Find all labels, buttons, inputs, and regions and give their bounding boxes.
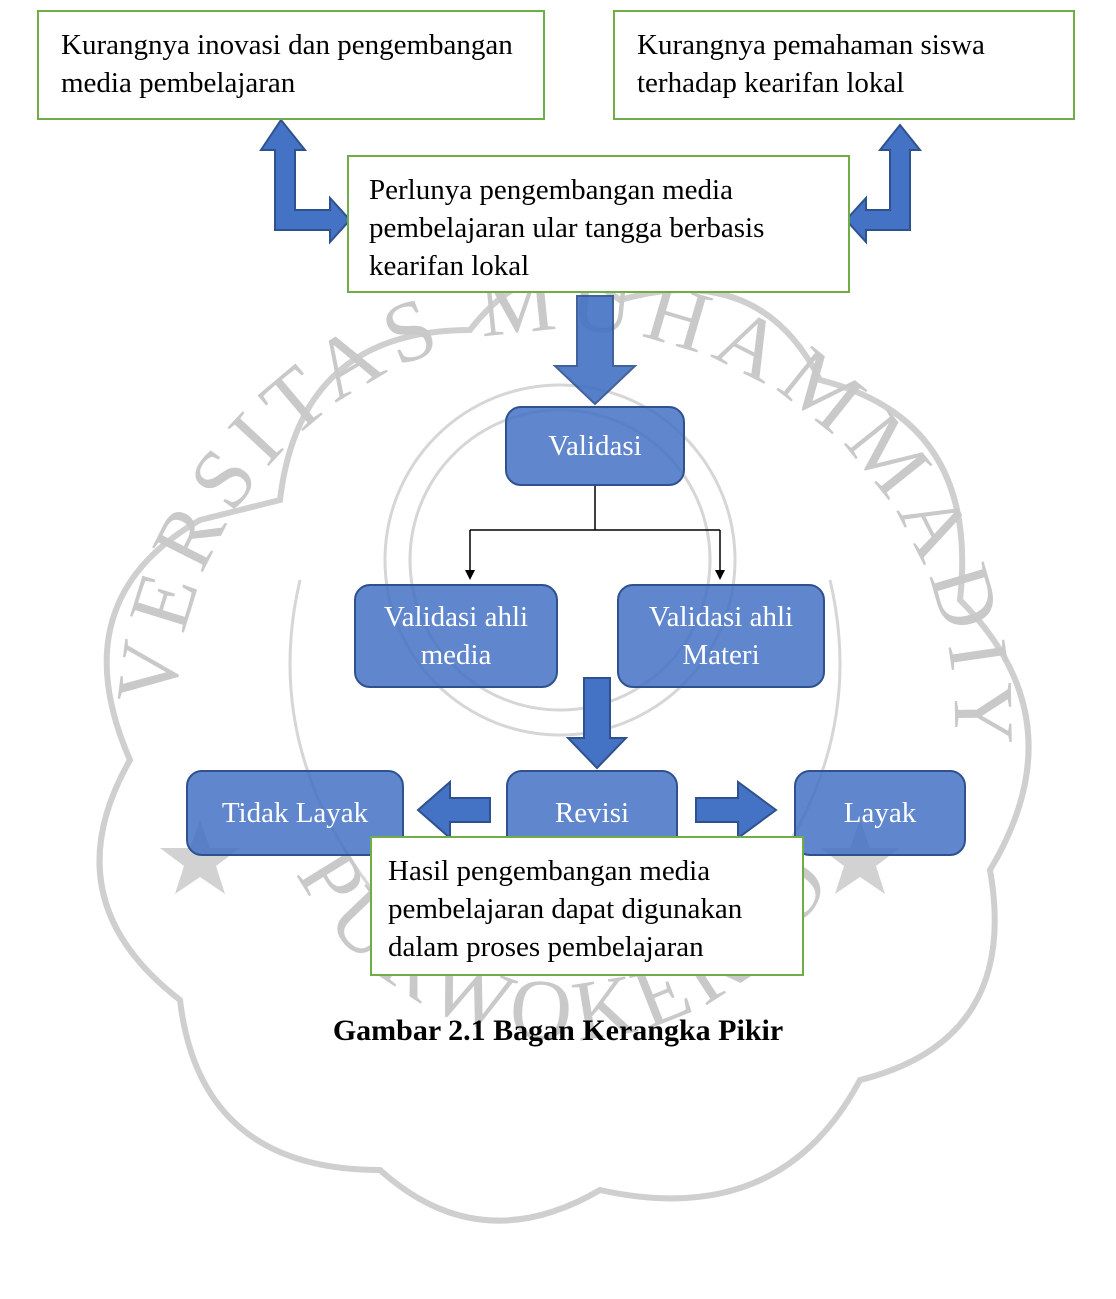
down-arrow-to-validasi [552, 295, 638, 406]
down-arrow-to-revisi [565, 677, 629, 770]
center-box-text: Perlunya pengembangan media pembelajaran… [369, 174, 765, 282]
hasil-box: Hasil pengembangan media pembelajaran da… [370, 836, 804, 976]
top-right-box-text: Kurangnya pemahaman siswa terhadap keari… [637, 29, 985, 99]
top-left-box: Kurangnya inovasi dan pengembangan media… [37, 10, 545, 120]
hasil-box-text: Hasil pengembangan media pembelajaran da… [388, 855, 743, 963]
tidak-layak-label: Tidak Layak [221, 797, 369, 829]
layak-label: Layak [843, 797, 917, 829]
validasi-ahli-materi-label: Validasi ahli Materi [648, 601, 794, 671]
figure-caption: Gambar 2.1 Bagan Kerangka Pikir [332, 1014, 784, 1047]
top-right-box: Kurangnya pemahaman siswa terhadap keari… [613, 10, 1075, 120]
validasi-ahli-media-node: Validasi ahli media [354, 584, 558, 688]
left-arrow-to-tidak-layak [416, 779, 491, 841]
validasi-ahli-materi-node: Validasi ahli Materi [617, 584, 825, 688]
center-box: Perlunya pengembangan media pembelajaran… [347, 155, 850, 293]
right-arrow-to-layak [695, 780, 778, 840]
bent-double-arrow-left [259, 118, 352, 245]
bent-double-arrow-right [844, 123, 923, 245]
validasi-label: Validasi [548, 430, 642, 462]
top-left-box-text: Kurangnya inovasi dan pengembangan media… [61, 29, 513, 99]
revisi-label: Revisi [554, 797, 630, 829]
tidak-layak-node: Tidak Layak [186, 770, 404, 856]
validasi-node: Validasi [505, 406, 685, 486]
validasi-ahli-media-label: Validasi ahli media [383, 601, 529, 671]
validasi-split-connector [465, 486, 725, 580]
layak-node: Layak [794, 770, 966, 856]
